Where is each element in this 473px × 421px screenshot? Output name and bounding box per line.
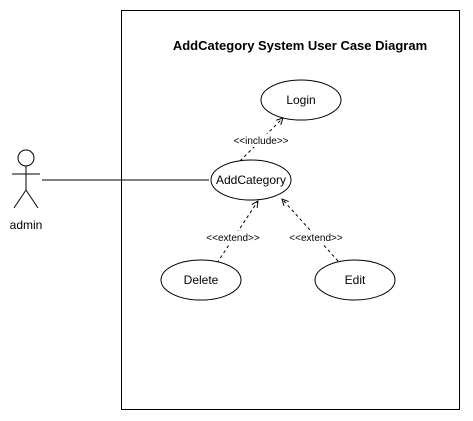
extend-edit-label-bg xyxy=(286,231,346,244)
include-label: <<include>> xyxy=(233,136,288,147)
extend-edit-label: <<extend>> xyxy=(289,233,343,244)
actor-label: admin xyxy=(10,218,43,232)
actor-head xyxy=(17,149,35,167)
actor-left-leg xyxy=(13,189,27,209)
use-case-login-ellipse xyxy=(260,79,342,121)
use-case-edit-ellipse xyxy=(314,259,396,301)
include-label-bg xyxy=(229,134,293,147)
use-case-delete-ellipse xyxy=(160,259,242,301)
extend-edit-arrow xyxy=(282,199,339,262)
actor-admin[interactable] xyxy=(12,149,40,209)
use-case-delete-label: Delete xyxy=(184,273,219,287)
use-case-add-category-ellipse xyxy=(210,159,292,201)
system-boundary xyxy=(121,10,460,410)
use-case-edit[interactable]: Edit xyxy=(314,259,396,301)
extend-delete-label-bg xyxy=(203,231,263,244)
use-case-edit-label: Edit xyxy=(345,273,366,287)
use-case-add-category-label: AddCategory xyxy=(216,173,286,187)
diagram-title: AddCategory System User Case Diagram xyxy=(173,38,427,53)
use-case-login-label: Login xyxy=(286,93,315,107)
use-case-login[interactable]: Login xyxy=(260,79,342,121)
actor-right-leg xyxy=(25,189,39,209)
use-case-add-category[interactable]: AddCategory xyxy=(210,159,292,201)
use-case-delete[interactable]: Delete xyxy=(160,259,242,301)
extend-delete-label: <<extend>> xyxy=(206,233,260,244)
